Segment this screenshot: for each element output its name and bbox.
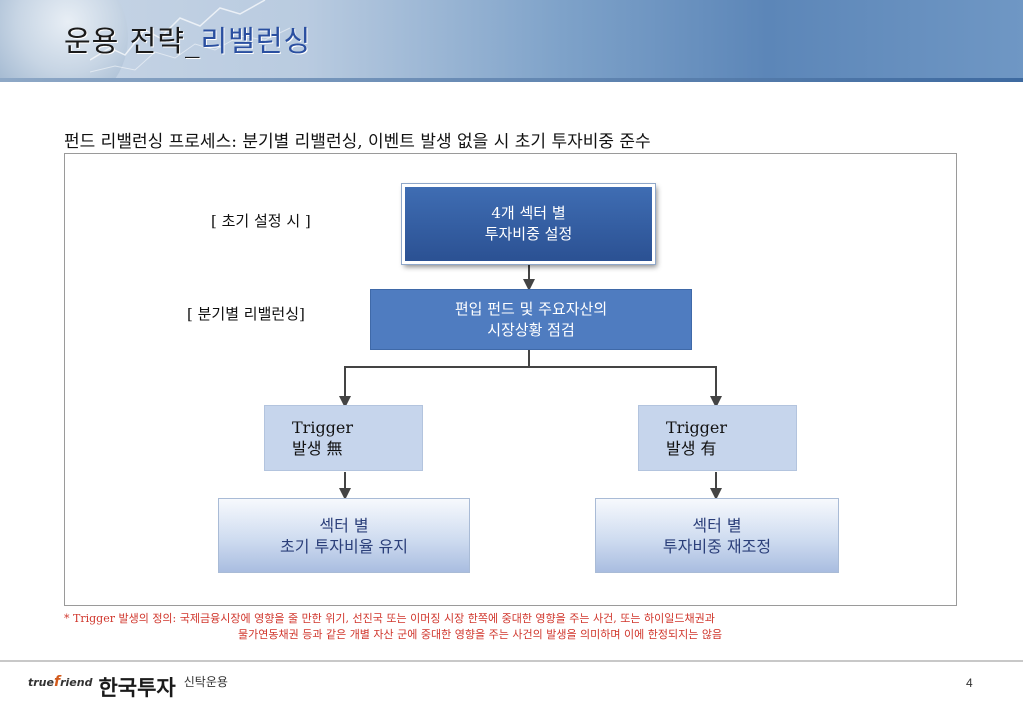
footer-divider [0, 660, 1023, 662]
box-yes-trigger-line2: 발생 有 [666, 439, 717, 458]
footnote-line1: * Trigger 발생의 정의: 국제금융시장에 영향을 줄 만한 위기, 선… [64, 612, 715, 625]
box-check-line1: 편입 펀드 및 주요자산의 [454, 299, 608, 318]
box-initial-weight-setup: 4개 섹터 별 투자비중 설정 [402, 184, 655, 264]
box-keep-line1: 섹터 별 [319, 515, 369, 535]
brand-korean-name: 한국투자 [98, 676, 176, 700]
logo-riend: riend [60, 676, 93, 689]
box-readjust-line1: 섹터 별 [692, 515, 742, 535]
box-initial-line2: 투자비중 설정 [484, 225, 573, 243]
box-check-line2: 시장상황 점검 [487, 320, 575, 339]
arrow-check-to-no-trigger [339, 350, 530, 408]
box-no-trigger-line2: 발생 無 [292, 439, 343, 458]
banner-stripe [0, 78, 1023, 82]
title-accent: 리밸런싱 [200, 24, 312, 58]
brand-subsidiary: 신탁운용 [183, 675, 228, 689]
diagram-frame [64, 153, 957, 606]
box-initial-line1: 4개 섹터 별 [491, 204, 566, 222]
process-subtitle: 펀드 리밸런싱 프로세스: 분기별 리밸런싱, 이벤트 발생 없을 시 초기 투… [64, 132, 651, 152]
page-title: 운용 전략_리밸런싱 [64, 18, 311, 60]
box-market-check: 편입 펀드 및 주요자산의 시장상황 점검 [370, 289, 692, 350]
logo-true: true [28, 676, 54, 689]
box-trigger-exists: Trigger 발생 有 [638, 405, 797, 471]
box-yes-trigger-line1: Trigger [666, 418, 728, 437]
trigger-definition-footnote: * Trigger 발생의 정의: 국제금융시장에 영향을 줄 만한 위기, 선… [64, 611, 964, 643]
truefriend-logo: truefriend [28, 674, 92, 690]
box-readjust-line2: 투자비중 재조정 [662, 536, 772, 556]
box-keep-initial-ratio: 섹터 별 초기 투자비율 유지 [218, 498, 470, 573]
title-prefix: 운용 전략_ [64, 24, 201, 58]
label-initial-setup: [ 초기 설정 시 ] [211, 212, 311, 230]
box-readjust-weights: 섹터 별 투자비중 재조정 [595, 498, 839, 573]
page-number: 4 [966, 676, 973, 690]
company-logo: truefriend 한국투자 신탁운용 [28, 672, 228, 702]
box-no-trigger-line1: Trigger [292, 418, 354, 437]
arrow-check-to-yes-trigger [529, 366, 722, 408]
label-quarterly-rebalancing: [ 분기별 리밸런싱] [187, 305, 305, 323]
stock-chart-graphic [90, 0, 291, 73]
box-trigger-none: Trigger 발생 無 [264, 405, 423, 471]
footnote-line2: 물가연동채권 등과 같은 개별 자산 군에 중대한 영향을 주는 사건의 발생을… [238, 628, 723, 641]
header-banner [0, 0, 1023, 82]
logo-f: f [53, 674, 61, 690]
box-keep-line2: 초기 투자비율 유지 [280, 536, 408, 556]
